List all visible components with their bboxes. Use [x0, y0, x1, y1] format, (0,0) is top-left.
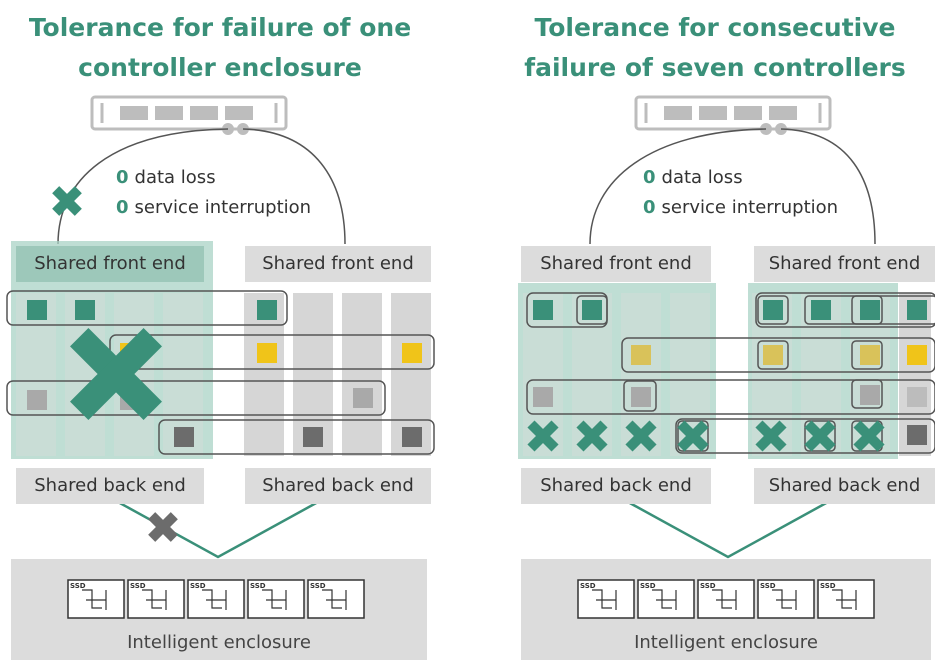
left-stat2-text: service interruption [134, 197, 312, 218]
left-ssd-detail [82, 589, 347, 610]
left-title-line2: controller enclosure [78, 53, 362, 82]
right-enclosure-label: Intelligent enclosure [634, 632, 818, 653]
right-ssd-label-2: SSD [640, 582, 656, 590]
right-ssd-detail [592, 589, 857, 610]
left-ssd-label-1: SSD [70, 582, 86, 590]
left-ssd-label-4: SSD [250, 582, 266, 590]
left-arc-left [57, 128, 229, 245]
left-arc-right [242, 128, 346, 245]
left-link-failure-icon [52, 186, 82, 216]
right-stripe-outlines [526, 292, 935, 454]
right-ssd-label-3: SSD [700, 582, 716, 590]
right-host-server-icon [634, 95, 832, 135]
right-stat1-text: data loss [661, 167, 743, 188]
right-stat2-num: 0 [643, 197, 656, 218]
right-controller-failure-icons [527, 420, 885, 452]
right-back-end-b: Shared back end [754, 468, 935, 504]
left-ssd-icons [67, 579, 365, 619]
left-back-end-a: Shared back end [16, 468, 204, 504]
left-back-end-b: Shared back end [245, 468, 431, 504]
left-front-end-b: Shared front end [245, 246, 431, 282]
right-arc-left [589, 128, 767, 245]
right-title-line2: failure of seven controllers [524, 53, 906, 82]
right-stat1-num: 0 [643, 167, 656, 188]
right-front-end-b: Shared front end [754, 246, 935, 282]
right-front-end-a: Shared front end [521, 246, 711, 282]
left-stat2-num: 0 [116, 197, 129, 218]
right-stat2-text: service interruption [661, 197, 839, 218]
left-stat1-num: 0 [116, 167, 129, 188]
left-host-server-icon [90, 95, 288, 135]
left-enclosure-label: Intelligent enclosure [127, 632, 311, 653]
right-arc-right [780, 128, 876, 245]
left-backend-failure-icon [148, 512, 178, 542]
left-title-line1: Tolerance for failure of one [28, 13, 412, 42]
left-ssd-label-5: SSD [310, 582, 326, 590]
right-backend-links [627, 500, 829, 559]
left-front-end-a: Shared front end [16, 246, 204, 282]
right-ssd-label-5: SSD [820, 582, 836, 590]
left-enclosure-failure-icon [70, 328, 162, 420]
right-data-blocks [533, 300, 927, 445]
left-stat1-text: data loss [134, 167, 216, 188]
right-back-end-a: Shared back end [521, 468, 711, 504]
right-title-line1: Tolerance for consecutive [534, 13, 896, 42]
right-ssd-label-4: SSD [760, 582, 776, 590]
left-ssd-label-2: SSD [130, 582, 146, 590]
right-ssd-icons [577, 579, 875, 619]
left-backend-links [117, 500, 319, 559]
left-ssd-label-3: SSD [190, 582, 206, 590]
right-ssd-label-1: SSD [580, 582, 596, 590]
